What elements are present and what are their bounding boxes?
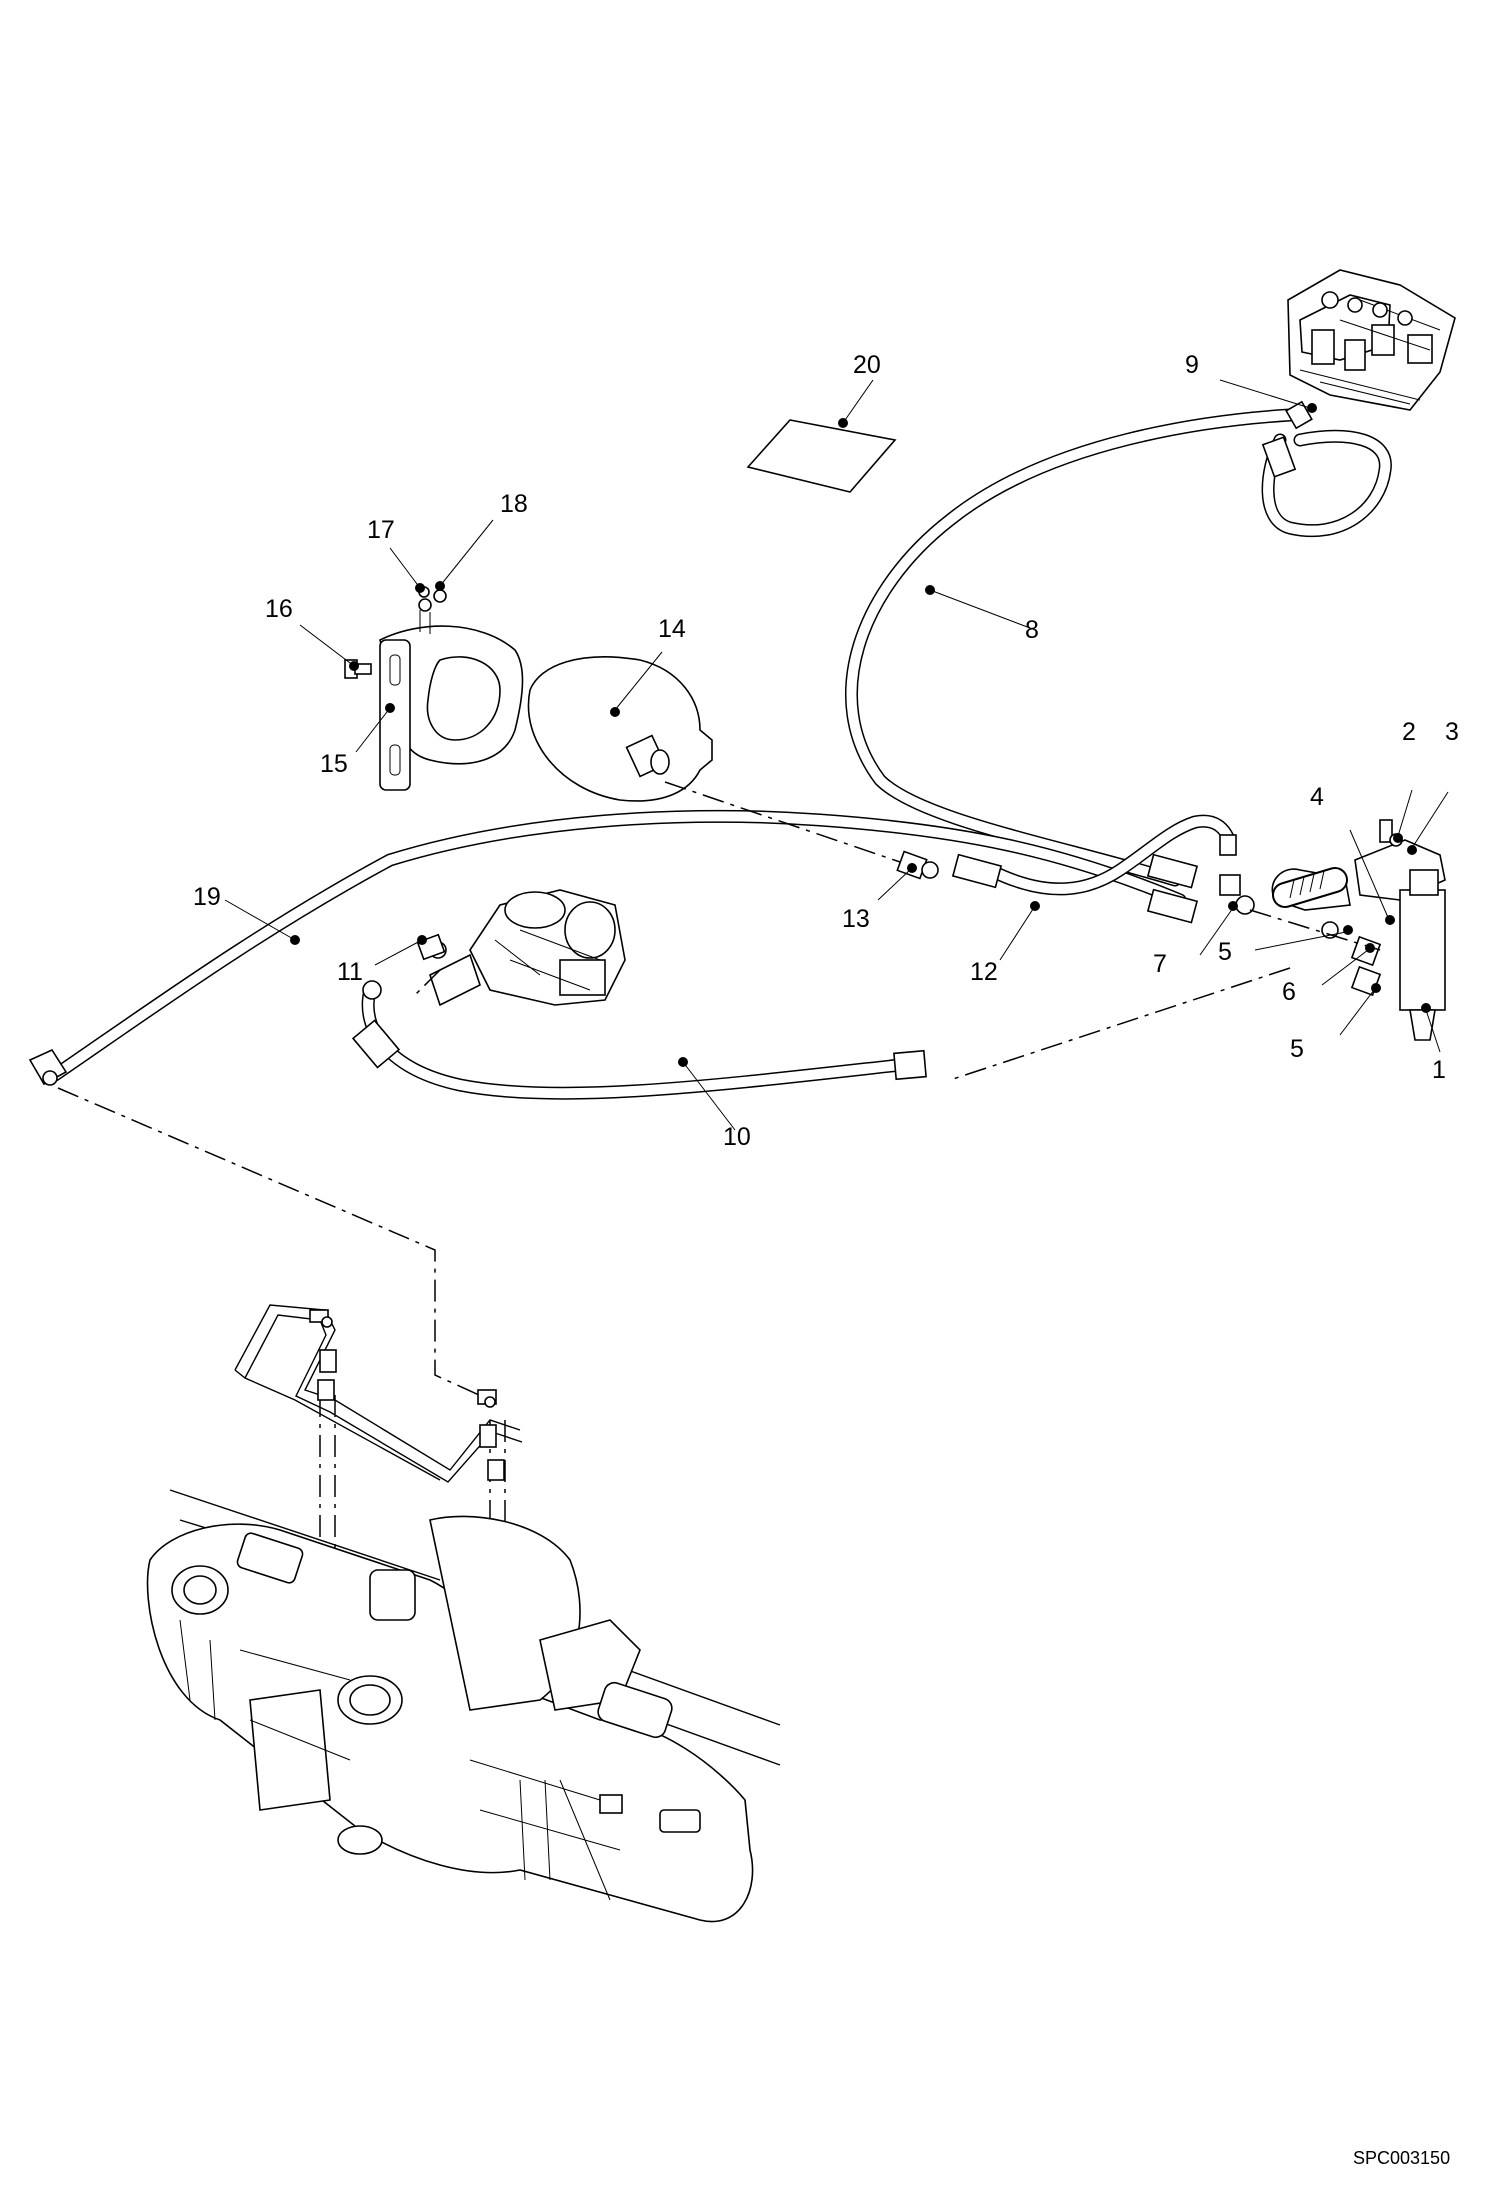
callout-3: 3 — [1445, 718, 1459, 746]
callout-13: 13 — [842, 905, 870, 933]
callout-19: 19 — [193, 883, 221, 911]
hydraulic-pump — [416, 889, 626, 1007]
fitting-13 — [896, 850, 939, 880]
leader-lines — [224, 379, 1449, 1131]
callout-6: 6 — [1282, 978, 1296, 1006]
accumulator — [527, 656, 713, 802]
hose-19 — [28, 809, 1187, 1086]
callout-8: 8 — [1025, 616, 1039, 644]
callout-9: 9 — [1185, 351, 1199, 379]
callout-labels: 1 2 3 4 5 5 6 7 8 9 10 11 12 13 14 15 16… — [193, 351, 1459, 1151]
callout-10: 10 — [723, 1123, 751, 1151]
callout-17: 17 — [367, 516, 395, 544]
axle-assembly — [146, 1489, 781, 1923]
hose-12 — [951, 814, 1237, 896]
callout-20: 20 — [853, 351, 881, 379]
hose-10 — [351, 980, 927, 1100]
callout-5-upper: 5 — [1218, 938, 1232, 966]
callout-16: 16 — [265, 595, 293, 623]
nut-18 — [433, 589, 447, 603]
callout-4: 4 — [1310, 783, 1324, 811]
callout-1: 1 — [1432, 1056, 1446, 1084]
callout-14: 14 — [658, 615, 686, 643]
drawing-reference: SPC003150 — [1353, 2148, 1450, 2168]
callout-5-lower: 5 — [1290, 1035, 1304, 1063]
callout-12: 12 — [970, 958, 998, 986]
callout-18: 18 — [500, 490, 528, 518]
hand-pump — [1271, 819, 1446, 1041]
hose-8 — [845, 400, 1392, 887]
control-valve-block — [1287, 269, 1456, 411]
mounting-bracket — [379, 598, 524, 791]
callout-7: 7 — [1153, 950, 1167, 978]
callout-11: 11 — [337, 958, 363, 986]
document-sheet — [746, 419, 897, 493]
callout-dots — [290, 403, 1431, 1067]
callout-15: 15 — [320, 750, 348, 778]
callout-2: 2 — [1402, 718, 1416, 746]
brake-pipe-assembly — [234, 1304, 523, 1483]
